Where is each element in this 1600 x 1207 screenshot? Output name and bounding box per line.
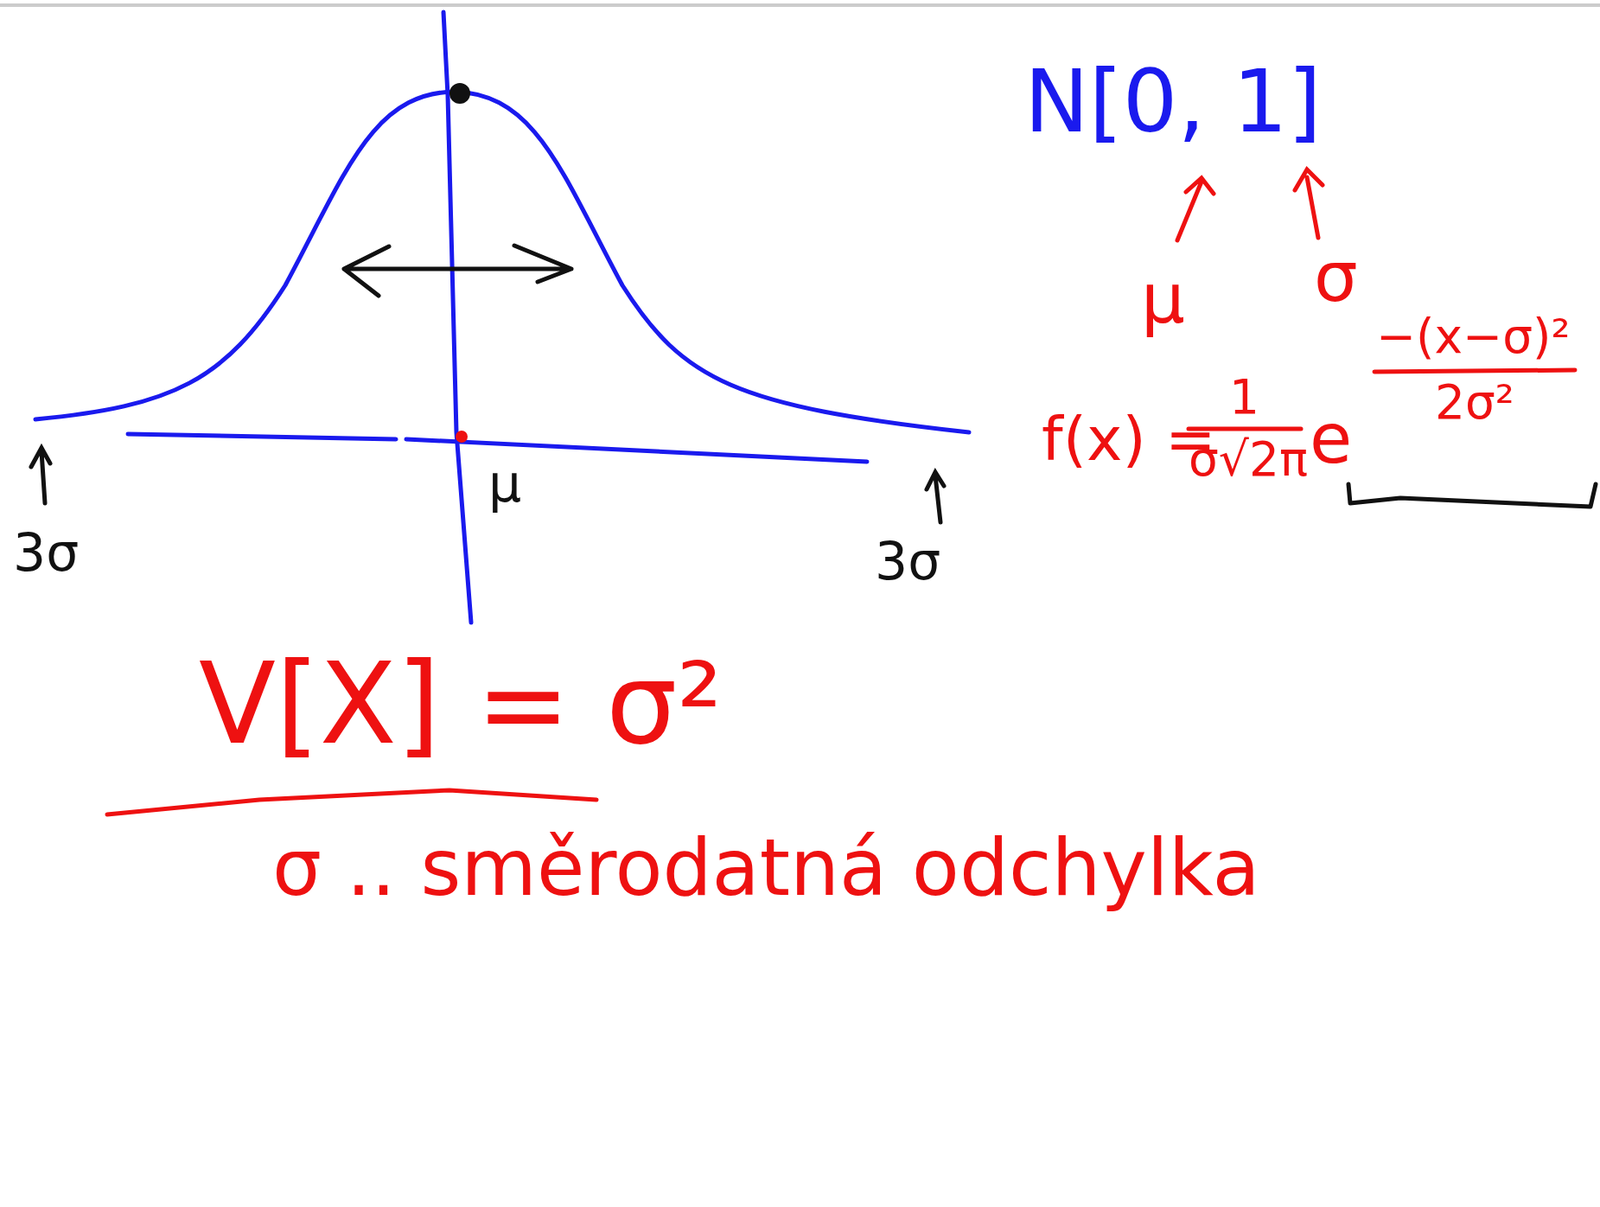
note: σ .. směrodatná odchylka [272,822,1261,913]
mean-mark: μ [488,453,522,514]
formula-part: −(x−σ)² [1376,309,1571,364]
sigma-symbol: σ [1313,237,1358,318]
formula-part: e [1309,399,1352,479]
distribution-label: N[0, 1] [1024,51,1322,152]
tick-arrow [926,471,944,523]
pointer-arrow [1294,169,1323,238]
mean-dot [455,430,468,443]
peak-dot [449,82,471,104]
pointer-arrow [1177,178,1214,241]
top-border [0,3,1600,7]
fraction-bar [1374,369,1575,372]
mean-symbol: μ [1141,259,1186,339]
y-axis [443,12,472,623]
sigma-mark: 3σ [12,522,79,583]
tick-arrow [31,447,51,504]
sigma-mark: 3σ [874,531,941,592]
formula-part: 2σ² [1434,375,1515,430]
underline [107,790,597,815]
spread-arrow [344,245,572,296]
formula-part: σ√2π [1188,432,1308,487]
bell-curve [35,91,969,433]
bracket [1348,484,1596,507]
formula-part: 1 [1229,369,1260,425]
variance-formula: V[X] = σ² [198,639,723,770]
